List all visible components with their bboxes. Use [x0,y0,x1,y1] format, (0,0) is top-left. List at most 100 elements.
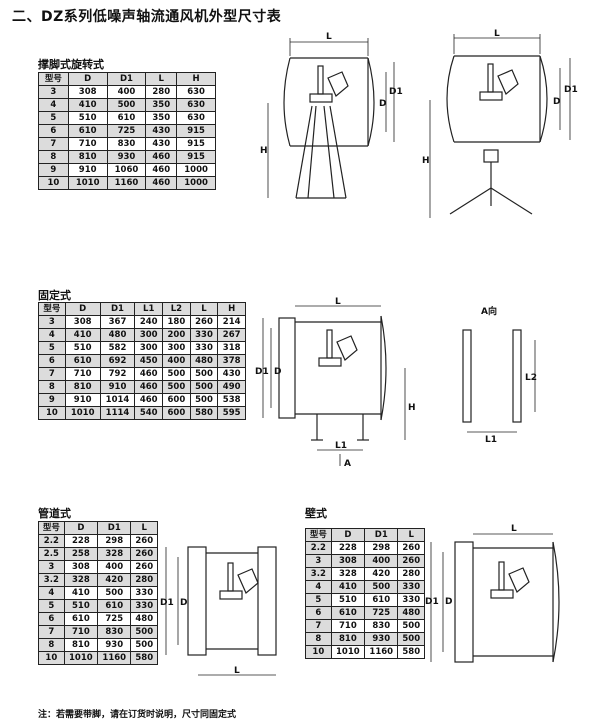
table-cell: 8 [38,638,65,652]
table-cell: 260 [189,315,219,329]
table-cell: 4 [38,328,66,342]
table-header-cell: H [176,72,216,86]
table-cell: 10 [38,406,66,420]
dim-label-D1-6: D1 [425,597,439,607]
table-cell: 228 [330,541,366,555]
table-cell: 1114 [99,406,136,420]
table-cell: 410 [64,328,101,342]
table-cell: 318 [217,341,246,355]
section-title-wall: 壁式 [305,507,327,520]
dim-label-L-6: L [511,524,517,534]
table-cell: 915 [176,124,216,138]
table-header-cell: 型号 [38,521,65,535]
table-cell: 500 [364,580,399,594]
table-cell: 510 [63,599,99,613]
table-cell: 915 [176,137,216,151]
table-header-cell: L2 [162,302,191,316]
table-cell: 810 [330,632,366,646]
table-cell: 5 [305,593,332,607]
table-cell: 330 [397,580,425,594]
table-header-cell: L1 [134,302,164,316]
table-cell: 480 [99,328,136,342]
table-cell: 308 [64,315,101,329]
table-cell: 930 [364,632,399,646]
table-cell: 830 [106,137,147,151]
table-cell: 280 [145,85,178,99]
dim-label-D-3: D [274,367,281,377]
table-cell: 1014 [99,393,136,407]
dim-label-L: L [326,32,332,42]
table-cell: 7 [38,137,69,151]
table-cell: 692 [99,354,136,368]
table-cell: 2.5 [38,547,65,561]
table-cell: 595 [217,406,246,420]
table-cell: 480 [189,354,219,368]
table-cell: 1010 [67,176,108,190]
table-cell: 378 [217,354,246,368]
table-cell: 10 [38,651,65,665]
table-cell: 910 [99,380,136,394]
table-cell: 610 [330,606,366,620]
table-cell: 10 [305,645,332,659]
section-title-stand: 撑脚式旋转式 [38,58,104,71]
table-cell: 460 [134,367,164,381]
table-cell: 300 [134,341,164,355]
table-cell: 8 [38,150,69,164]
table-cell: 3 [38,85,69,99]
table-cell: 300 [134,328,164,342]
table-cell: 328 [97,547,132,561]
diagram-a-view: A向 L2 L1 [462,305,537,445]
table-cell: 610 [67,124,108,138]
dim-label-L1-3: L1 [335,441,347,451]
table-cell: 410 [330,580,366,594]
table-header-cell: H [217,302,246,316]
table-cell: 3 [38,560,65,574]
table-cell: 710 [67,137,108,151]
table-cell: 450 [134,354,164,368]
table-cell: 710 [63,625,99,639]
table-cell: 260 [130,560,158,574]
table-cell: 610 [64,354,101,368]
table-cell: 3 [38,315,66,329]
footnote: 注：若需要带脚，请在订货时说明，尺寸同固定式 [38,710,237,720]
table-cell: 500 [397,619,425,633]
table-cell: 910 [67,163,108,177]
table-cell: 500 [189,393,219,407]
table-cell: 480 [130,612,158,626]
table-cell: 630 [176,111,216,125]
table-cell: 930 [97,638,132,652]
table-cell: 180 [162,315,191,329]
table-cell: 328 [330,567,366,581]
table-cell: 4 [305,580,332,594]
table-cell: 328 [63,573,99,587]
dim-label-D: D [379,99,386,109]
table-cell: 1160 [364,645,399,659]
table-cell: 330 [189,328,219,342]
table-cell: 580 [397,645,425,659]
table-cell: 308 [63,560,99,574]
table-cell: 540 [134,406,164,420]
table-cell: 610 [364,593,399,607]
table-cell: 6 [38,612,65,626]
table-cell: 5 [38,599,65,613]
table-cell: 6 [305,606,332,620]
table-cell: 330 [130,599,158,613]
table-cell: 7 [38,625,65,639]
dim-label-H-2: H [422,156,430,166]
table-cell: 500 [106,98,147,112]
